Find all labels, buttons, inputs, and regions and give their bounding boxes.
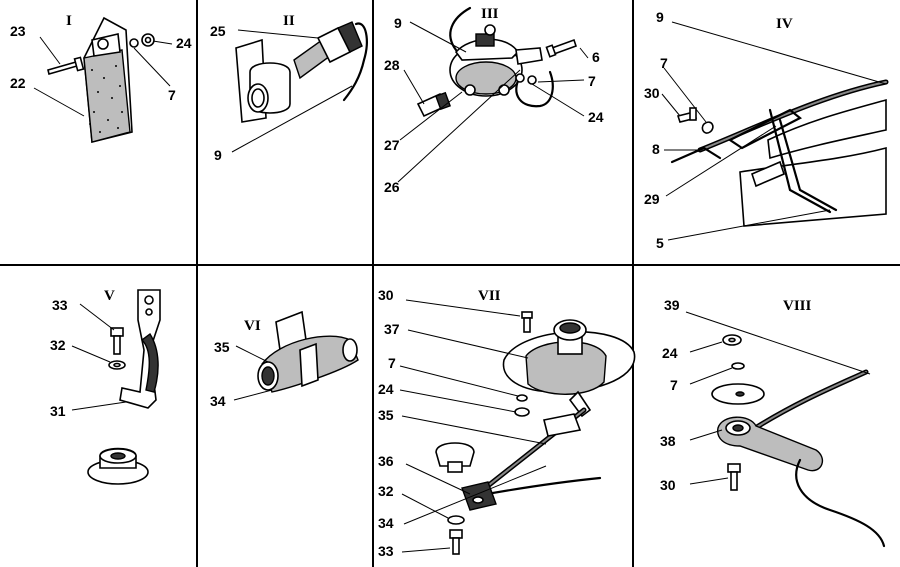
accelerator-pedal-assembly-drawing [461,319,636,511]
callout-36: 36 [378,453,394,469]
callout-27: 27 [384,137,400,153]
callout-24: 24 [176,35,192,51]
panel-vii: VII [378,287,636,559]
callout-39: 39 [664,297,680,313]
nut-24-drawing [514,407,530,417]
callout-29: 29 [644,191,660,207]
washer-7-drawing [731,362,745,370]
bracket-sleeve-drawing [235,38,291,123]
panel-iv: IV 9 7 30 8 29 5 [644,9,889,251]
lever-38-drawing [717,369,886,548]
callout-22: 22 [10,75,26,91]
callout-34: 34 [210,393,226,409]
callout-7: 7 [588,73,596,89]
grommet-drawing [87,447,149,485]
throttle-linkage-drawing [670,79,889,227]
callout-8: 8 [652,141,660,157]
screw-30-drawing [727,463,741,491]
washer-7-drawing [516,394,528,402]
callout-7: 7 [670,377,678,393]
callout-9: 9 [214,147,222,163]
screw-30-drawing [521,311,533,333]
callout-23: 23 [10,23,26,39]
screw-23-drawing [47,56,85,75]
seal-block-drawing [83,16,133,144]
callout-25: 25 [210,23,226,39]
panel-v: V 33 32 31 [50,288,161,485]
panel-v-title: V [104,288,115,304]
callout-35: 35 [378,407,394,423]
callout-24: 24 [588,109,604,125]
callout-31: 31 [50,403,66,419]
pedal-pad-drawing [435,442,475,467]
screw-33-drawing [449,529,463,555]
callout-7: 7 [168,87,176,103]
callout-30: 30 [644,85,660,101]
washer-7-drawing [129,38,139,48]
callout-34: 34 [378,515,394,531]
panel-ii-title: II [283,13,295,29]
panel-i: I 23 24 22 7 [10,13,192,144]
callout-30: 30 [660,477,676,493]
panel-ii: II 25 9 [210,13,368,163]
callout-37: 37 [384,321,400,337]
clip-sleeve-drawing [257,310,359,393]
callout-32: 32 [50,337,66,353]
panel-vii-title: VII [478,288,501,304]
callout-5: 5 [656,235,664,251]
panel-vi-title: VI [244,318,261,334]
bolt-6-drawing [545,38,578,58]
washer-7-drawing [701,121,714,134]
callout-26: 26 [384,179,400,195]
screw-30-drawing [676,107,698,123]
panel-viii: VIII 39 24 7 38 30 [660,297,886,548]
fitting-28-drawing [416,91,451,118]
callout-33: 33 [52,297,68,313]
callout-7: 7 [388,355,396,371]
fuel-pump-drawing [449,6,543,97]
callout-24: 24 [662,345,678,361]
washer-32-drawing [447,515,465,525]
panel-i-title: I [66,13,72,29]
callout-7: 7 [660,55,668,71]
callout-9: 9 [394,15,402,31]
screw-33-drawing [110,327,124,355]
panel-iii-title: III [481,6,499,22]
panel-iii: III 9 6 28 [384,6,604,195]
callout-38: 38 [660,433,676,449]
callout-32: 32 [378,483,394,499]
panel-iv-title: IV [776,16,793,32]
callout-24: 24 [378,381,394,397]
callout-28: 28 [384,57,400,73]
panel-vi: VI 35 34 [210,310,359,409]
panel-viii-title: VIII [783,298,812,314]
callout-35: 35 [214,339,230,355]
callout-30: 30 [378,287,394,303]
callout-9: 9 [656,9,664,25]
callout-33: 33 [378,543,394,559]
bracket-31-drawing [119,289,161,409]
cable-fitting-25-drawing [293,21,368,102]
callout-6: 6 [592,49,600,65]
